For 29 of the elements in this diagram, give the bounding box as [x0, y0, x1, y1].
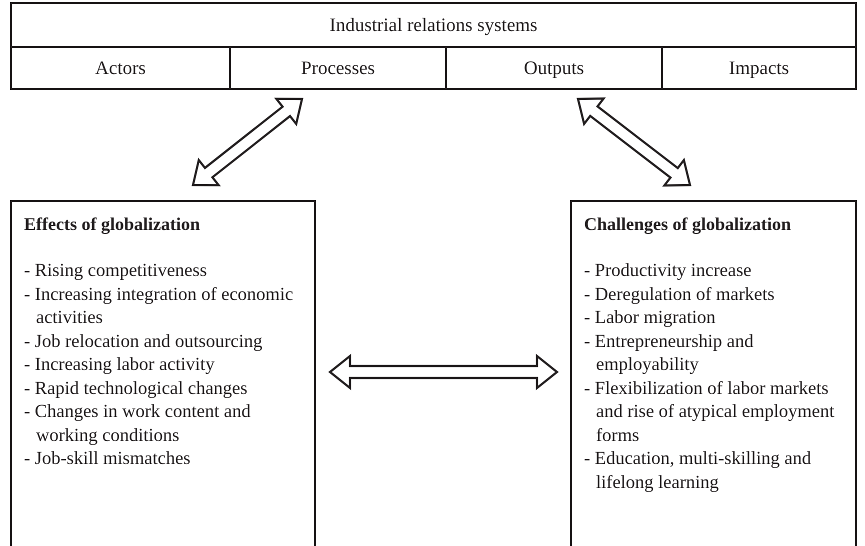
list-item: - Labor migration: [584, 307, 717, 330]
list-item: - Entrepreneurship and employability: [584, 330, 755, 377]
panel-heading: Challenges of globalization: [584, 213, 792, 236]
list-item: - Education, multi-skilling and lifelong learning: [584, 448, 812, 494]
column-label: Impacts: [728, 56, 790, 80]
double-arrow: [576, 97, 692, 187]
table-cell: [445, 46, 661, 88]
header-table: [10, 2, 857, 90]
list-item: - Deregulation of markets: [584, 284, 776, 306]
column-label: Processes: [300, 56, 376, 80]
list-item: - Rising competitiveness: [24, 260, 208, 283]
list-item: - Productivity increase: [584, 260, 752, 283]
table-cell: [661, 46, 855, 88]
table-title: Industrial relations systems: [328, 14, 538, 38]
list-item: - Job relocation and outsourcing: [24, 330, 264, 354]
double-arrow: [192, 98, 304, 186]
text-panel: [570, 200, 857, 546]
column-label: Outputs: [522, 56, 586, 80]
list-item: - Rapid technological changes: [24, 378, 248, 400]
panel-heading: Effects of globalization: [24, 213, 201, 236]
list-item: - Flexibilization of labor markets and rise of atypical employment forms: [584, 378, 836, 448]
text-panel: [10, 200, 316, 546]
list-item: - Changes in work content and working conditions: [24, 401, 252, 448]
double-arrow: [328, 354, 559, 390]
list-item: - Increasing integration of economic activities: [24, 284, 294, 330]
list-item: - Increasing labor activity: [24, 354, 216, 377]
column-label: Actors: [94, 56, 147, 80]
table-cell: [229, 46, 445, 88]
list-item: - Job-skill mismatches: [24, 448, 192, 471]
